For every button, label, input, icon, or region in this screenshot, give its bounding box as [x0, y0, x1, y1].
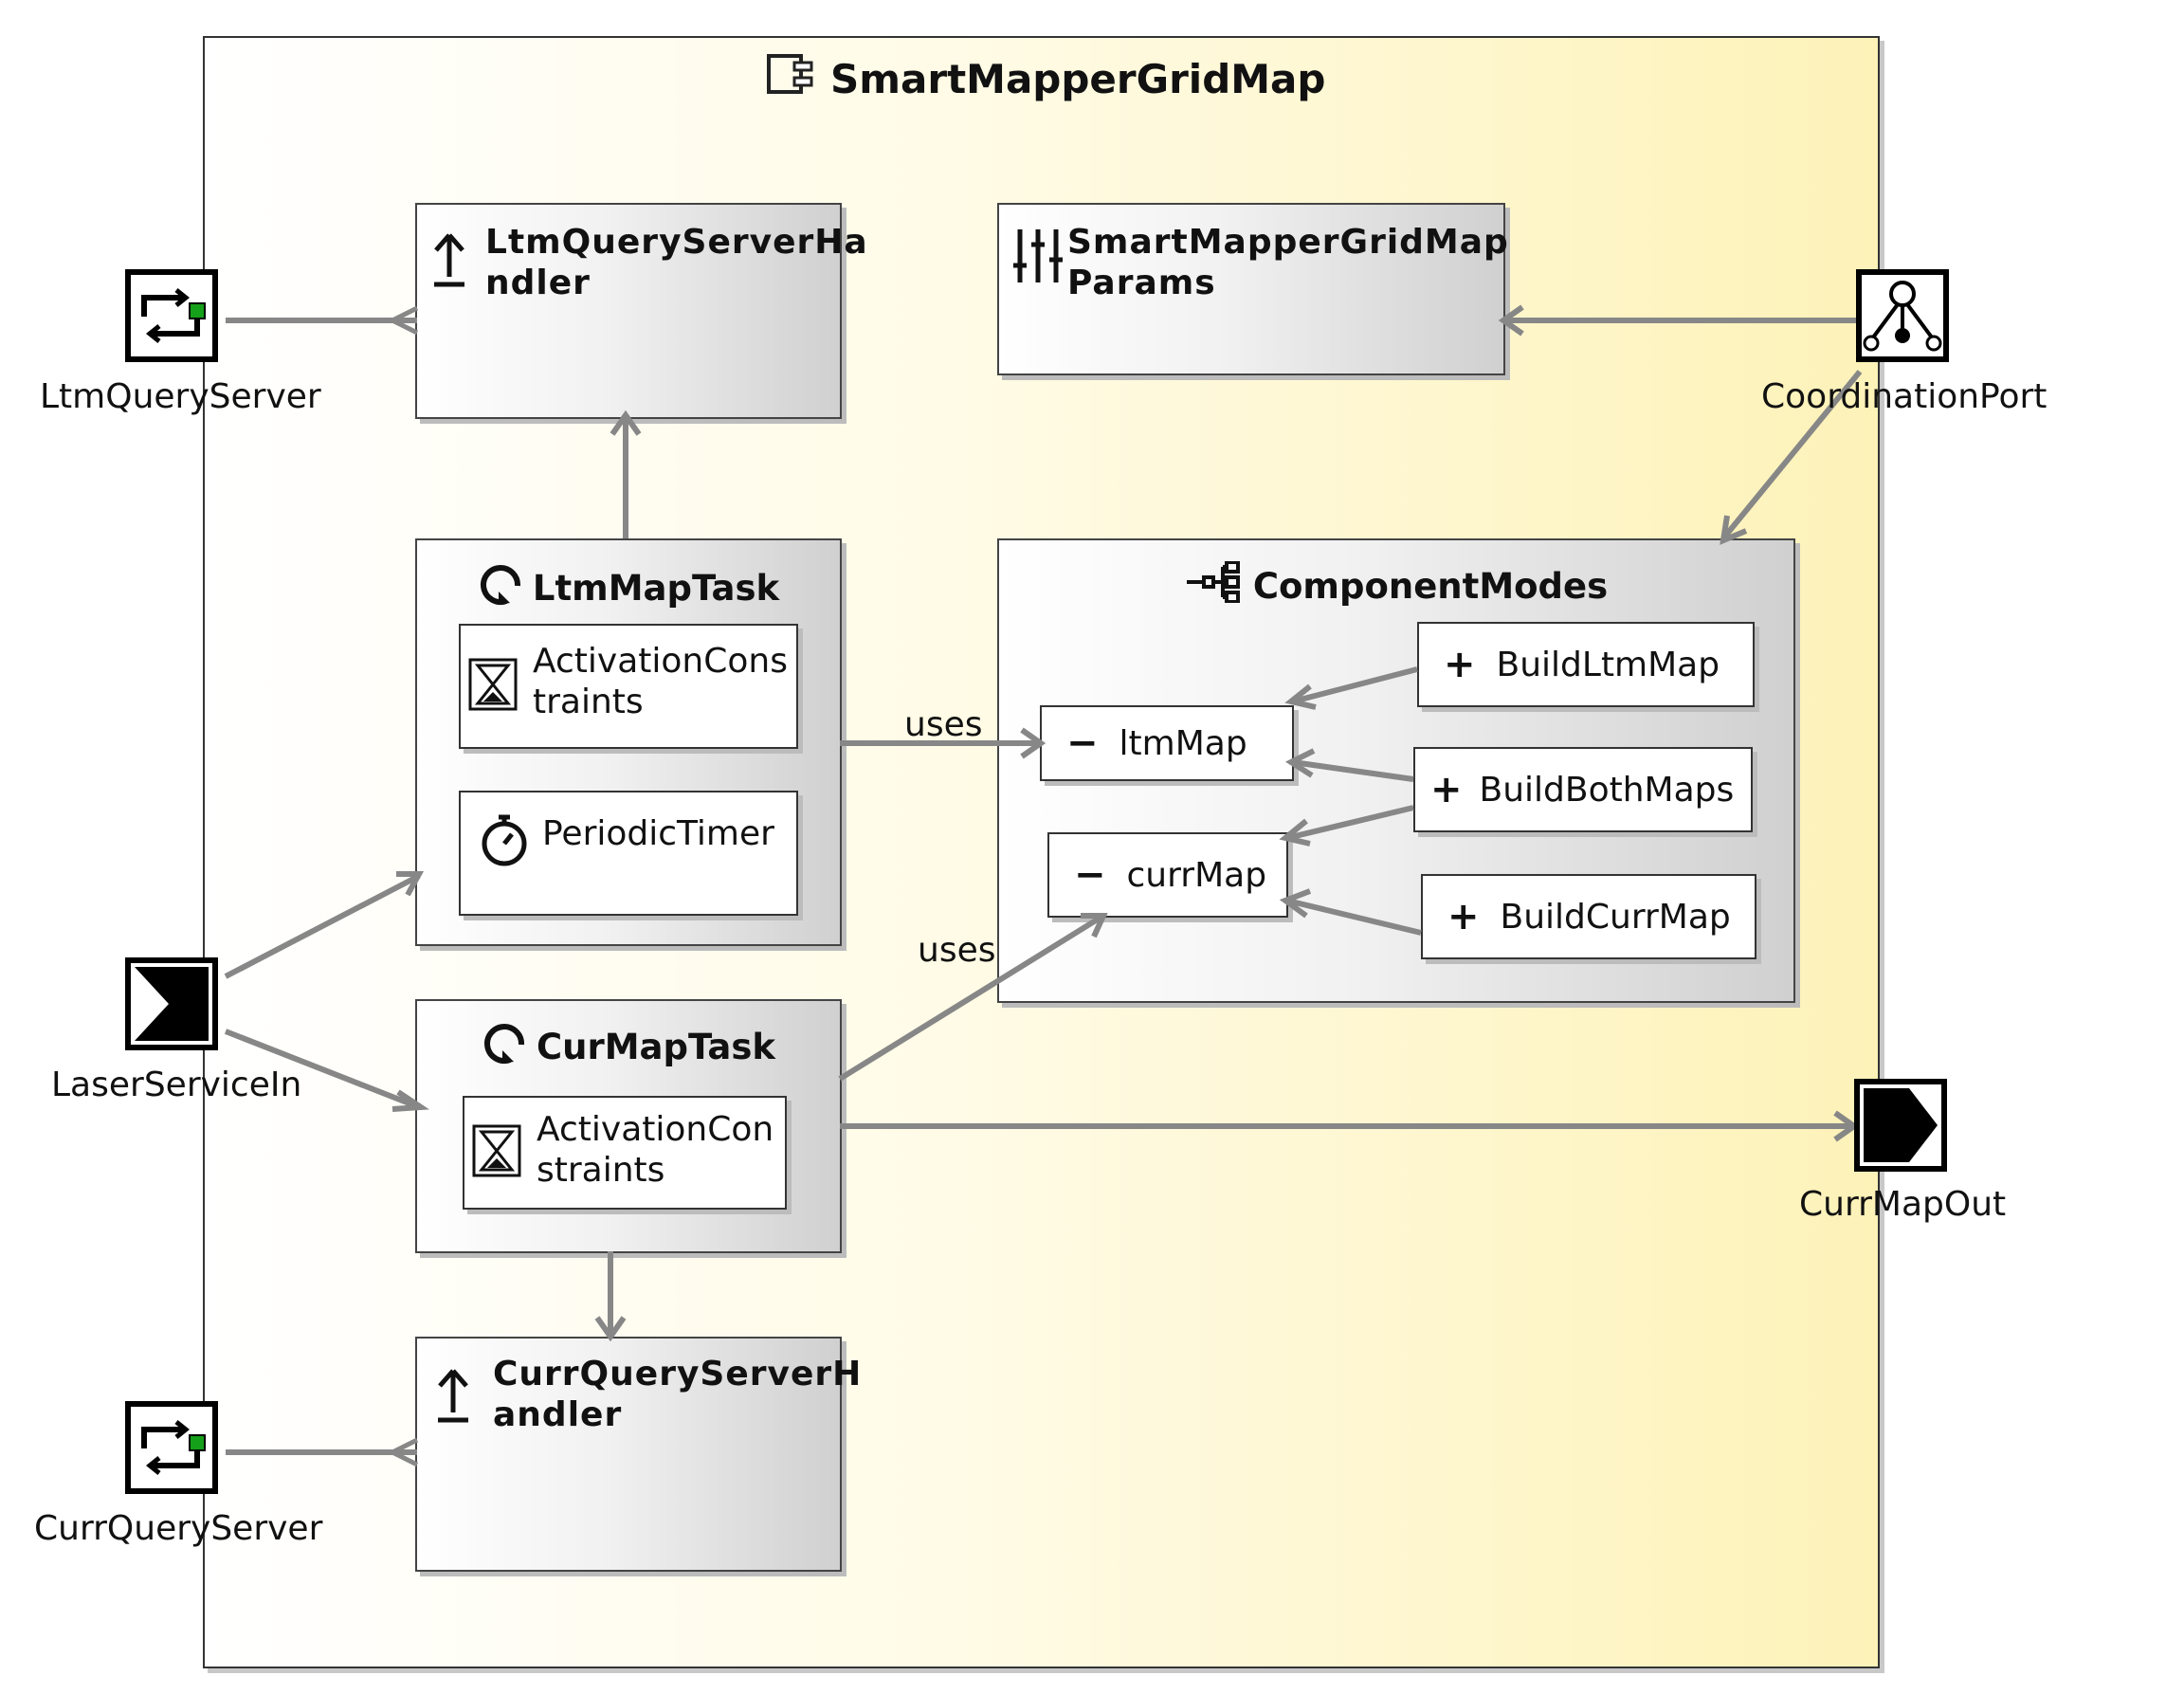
arrow-head [1279, 818, 1311, 847]
cur-map-task-title: CurMapTask [417, 1020, 840, 1074]
laser-service-in-port[interactable] [125, 957, 218, 1050]
component-title: SmartMapperGridMap [766, 53, 1326, 104]
coordination-port-label: CoordinationPort [1761, 377, 2048, 416]
edge-label-uses: uses [904, 705, 983, 744]
coordination-port[interactable] [1856, 269, 1949, 362]
activation-text: ActivationCons traints [533, 641, 788, 722]
mode-build-both-maps[interactable]: + BuildBothMaps [1413, 747, 1753, 832]
periodic-timer[interactable]: PeriodicTimer [459, 791, 798, 916]
receptacle-ltm-query [387, 305, 419, 336]
params-title: SmartMapperGridMap Params [1067, 222, 1509, 303]
mode-label: BuildBothMaps [1479, 770, 1735, 810]
arrow-head [1279, 888, 1312, 919]
arrow-head [1284, 683, 1317, 710]
edge-build-ltm-to-ltm [1292, 666, 1418, 704]
mode-ltm-map[interactable]: − ltmMap [1040, 705, 1294, 781]
arrow-head [610, 410, 642, 436]
ltm-query-server-label: LtmQueryServer [40, 377, 321, 416]
edge-coordination-to-modes [1720, 370, 1863, 540]
mode-symbol: + [1430, 768, 1463, 811]
title-line-1: SmartMapperGridMap [1067, 223, 1509, 262]
periodic-timer-label: PeriodicTimer [542, 814, 774, 853]
title-line-1: CurrQueryServerH [493, 1355, 863, 1393]
ltm-activation-constraints[interactable]: ActivationCons traints [459, 624, 798, 749]
title-line-2: Params [1067, 264, 1216, 302]
arrow-head [1081, 913, 1108, 938]
ltm-map-task-box[interactable]: LtmMapTask ActivationCons traints [415, 538, 842, 946]
edge-laser-to-ltm-task [224, 873, 421, 979]
ltm-query-server-handler-box[interactable]: LtmQueryServerHa ndler [415, 203, 867, 419]
edge-build-both-to-ltm [1292, 759, 1414, 782]
hourglass-icon [472, 1124, 521, 1181]
edge-laser-to-cur-task [224, 1029, 421, 1110]
curr-map-out-label: CurrMapOut [1799, 1185, 2007, 1224]
modes-tree-icon [1185, 560, 1244, 611]
activation-text: ActivationCon straints [537, 1109, 774, 1191]
edge-build-curr-to-curr [1286, 898, 1422, 936]
ltm-map-task-title: LtmMapTask [417, 561, 840, 615]
arrow-head [1720, 515, 1748, 545]
arrow-head [594, 1316, 627, 1342]
title-text: LtmMapTask [532, 568, 780, 609]
mode-label: BuildLtmMap [1496, 645, 1720, 684]
mode-symbol: + [1447, 895, 1480, 938]
component-icon [766, 53, 817, 104]
stopwatch-icon [478, 813, 531, 870]
arrow-head [1020, 727, 1046, 759]
curr-query-server-handler-title: CurrQueryServerH andler [493, 1354, 862, 1435]
text-line-1: ActivationCon [537, 1110, 774, 1149]
receptacle-curr-query [387, 1437, 419, 1467]
mode-build-curr-map[interactable]: + BuildCurrMap [1421, 874, 1756, 959]
upload-arrow-icon [430, 231, 468, 292]
title-line-2: andler [493, 1395, 623, 1434]
query-server-port-icon [141, 1420, 206, 1475]
params-box[interactable]: SmartMapperGridMap Params [997, 203, 1508, 375]
ltm-query-server-port[interactable] [125, 269, 218, 362]
title-line-2: ndler [485, 264, 591, 302]
mode-build-ltm-map[interactable]: + BuildLtmMap [1417, 622, 1755, 707]
title-text: CurMapTask [536, 1027, 776, 1067]
edge-uses-curr [838, 913, 1105, 1082]
mode-symbol: − [1074, 853, 1106, 897]
ltm-query-server-handler-title: LtmQueryServerHa ndler [485, 222, 868, 303]
sliders-icon [1012, 228, 1064, 288]
task-cycle-icon [478, 561, 523, 615]
arrow-head [391, 1089, 430, 1112]
coordination-port-icon [1863, 281, 1942, 352]
mode-label: ltmMap [1119, 723, 1247, 763]
mode-label: currMap [1126, 855, 1267, 895]
curr-query-server-port[interactable] [125, 1401, 218, 1494]
title-line-1: LtmQueryServerHa [485, 223, 868, 262]
mode-label: BuildCurrMap [1500, 897, 1731, 937]
edge-label-uses: uses [918, 931, 996, 970]
edge-build-both-to-curr [1286, 805, 1414, 841]
mode-symbol: + [1444, 643, 1476, 686]
component-title-text: SmartMapperGridMap [830, 55, 1326, 102]
mode-symbol: − [1066, 721, 1099, 765]
component-modes-title: ComponentModes [999, 560, 1793, 611]
arrow-head [396, 871, 425, 897]
cur-activation-constraints[interactable]: ActivationCon straints [463, 1096, 787, 1210]
title-text: ComponentModes [1252, 566, 1609, 607]
arrow-head [1498, 304, 1524, 337]
curr-query-server-handler-box[interactable]: CurrQueryServerH andler [415, 1337, 861, 1572]
text-line-2: traints [533, 683, 644, 721]
output-port-icon [1864, 1088, 1938, 1162]
curr-map-out-port[interactable] [1854, 1079, 1947, 1172]
laser-service-in-label: LaserServiceIn [51, 1066, 302, 1104]
input-port-icon [135, 967, 209, 1041]
arrow-head [1284, 748, 1316, 778]
upload-arrow-icon [434, 1367, 472, 1428]
task-cycle-icon [482, 1020, 527, 1074]
text-line-2: straints [537, 1151, 665, 1190]
curr-query-server-label: CurrQueryServer [34, 1509, 323, 1548]
hourglass-icon [468, 658, 518, 715]
cur-map-task-box[interactable]: CurMapTask ActivationCon straints [415, 999, 842, 1253]
text-line-1: ActivationCons [533, 642, 788, 681]
query-server-port-icon [141, 288, 206, 343]
mode-curr-map[interactable]: − currMap [1047, 832, 1288, 918]
